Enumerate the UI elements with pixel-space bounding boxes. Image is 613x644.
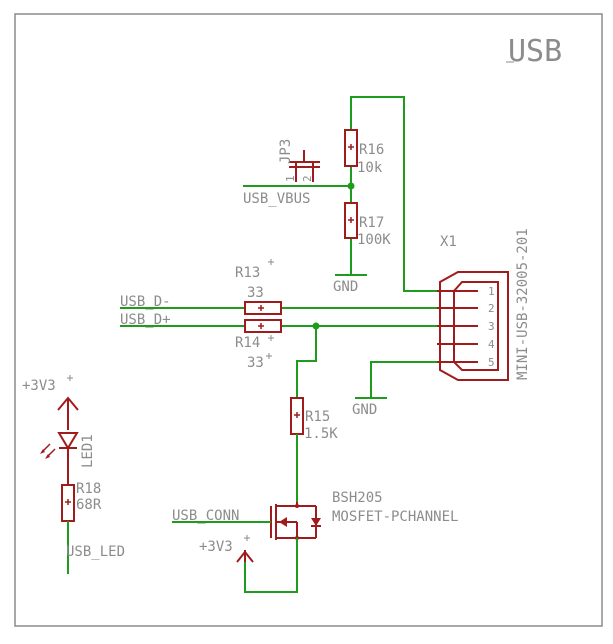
resistor-r13[interactable] bbox=[244, 301, 282, 315]
net-label-usb-conn[interactable]: USB_CONN bbox=[172, 508, 239, 524]
net-label-usb-d-plus[interactable]: USB_D+ bbox=[120, 312, 171, 328]
junction-vbus bbox=[347, 182, 355, 190]
led1-name: LED1 bbox=[80, 434, 96, 468]
r15-name: R15 bbox=[305, 409, 330, 425]
vbus-net bbox=[243, 96, 437, 292]
supply-3v3-led bbox=[57, 396, 79, 430]
x1-pin-1: 1 bbox=[488, 285, 495, 298]
data-lines bbox=[120, 307, 437, 398]
supply-3v3-mosfet bbox=[236, 550, 254, 563]
sheet-title: USB bbox=[508, 34, 562, 69]
jumper-jp3[interactable] bbox=[289, 150, 320, 182]
net-label-gnd-x1[interactable]: GND bbox=[352, 402, 377, 418]
x1-pin-2: 2 bbox=[488, 302, 495, 315]
r17-value: 100K bbox=[357, 232, 391, 248]
origin-marks bbox=[67, 259, 274, 541]
net-label-usb-d-minus[interactable]: USB_D- bbox=[120, 294, 171, 310]
r13-value: 33 bbox=[247, 285, 264, 301]
junction-dplus bbox=[312, 322, 320, 330]
r13-name: R13 bbox=[235, 265, 260, 281]
x1-pin-4: 4 bbox=[488, 338, 495, 351]
net-label-3v3-mosfet[interactable]: +3V3 bbox=[199, 539, 233, 555]
resistor-r15[interactable] bbox=[290, 397, 304, 435]
x1-pin-5: 5 bbox=[488, 356, 495, 369]
x1-pin-3: 3 bbox=[488, 320, 495, 333]
r14-value: 33 bbox=[247, 355, 264, 371]
x1-value: MINI-USB-32005-201 bbox=[515, 228, 531, 380]
sheet-frame bbox=[14, 13, 603, 627]
q1-value: MOSFET-PCHANNEL bbox=[332, 509, 458, 525]
led1[interactable] bbox=[40, 432, 79, 485]
jp3-pin2: 2 bbox=[301, 175, 314, 182]
r17-name: R17 bbox=[359, 215, 384, 231]
r14-name: R14 bbox=[235, 335, 260, 351]
r15-value: 1.5K bbox=[304, 426, 338, 442]
connector-x1[interactable] bbox=[437, 271, 509, 381]
r18-value: 68R bbox=[76, 497, 102, 513]
jp3-pin1: 1 bbox=[284, 175, 297, 182]
resistor-r16[interactable] bbox=[344, 129, 358, 167]
r16-name: R16 bbox=[359, 142, 384, 158]
resistor-r17[interactable] bbox=[344, 202, 358, 239]
mosfet-q1[interactable] bbox=[270, 502, 321, 540]
net-label-usb-vbus[interactable]: USB_VBUS bbox=[243, 191, 310, 207]
net-label-usb-led[interactable]: USB_LED bbox=[66, 544, 125, 560]
r16-value: 10k bbox=[357, 160, 383, 176]
resistor-r14[interactable] bbox=[244, 319, 282, 333]
r18-name: R18 bbox=[76, 481, 101, 497]
x1-name: X1 bbox=[440, 234, 457, 250]
net-label-gnd-r17[interactable]: GND bbox=[333, 279, 358, 295]
jp3-name: JP3 bbox=[278, 139, 294, 164]
resistor-r18[interactable] bbox=[61, 484, 75, 522]
q1-name: BSH205 bbox=[332, 490, 383, 506]
net-label-3v3-led[interactable]: +3V3 bbox=[22, 378, 56, 394]
